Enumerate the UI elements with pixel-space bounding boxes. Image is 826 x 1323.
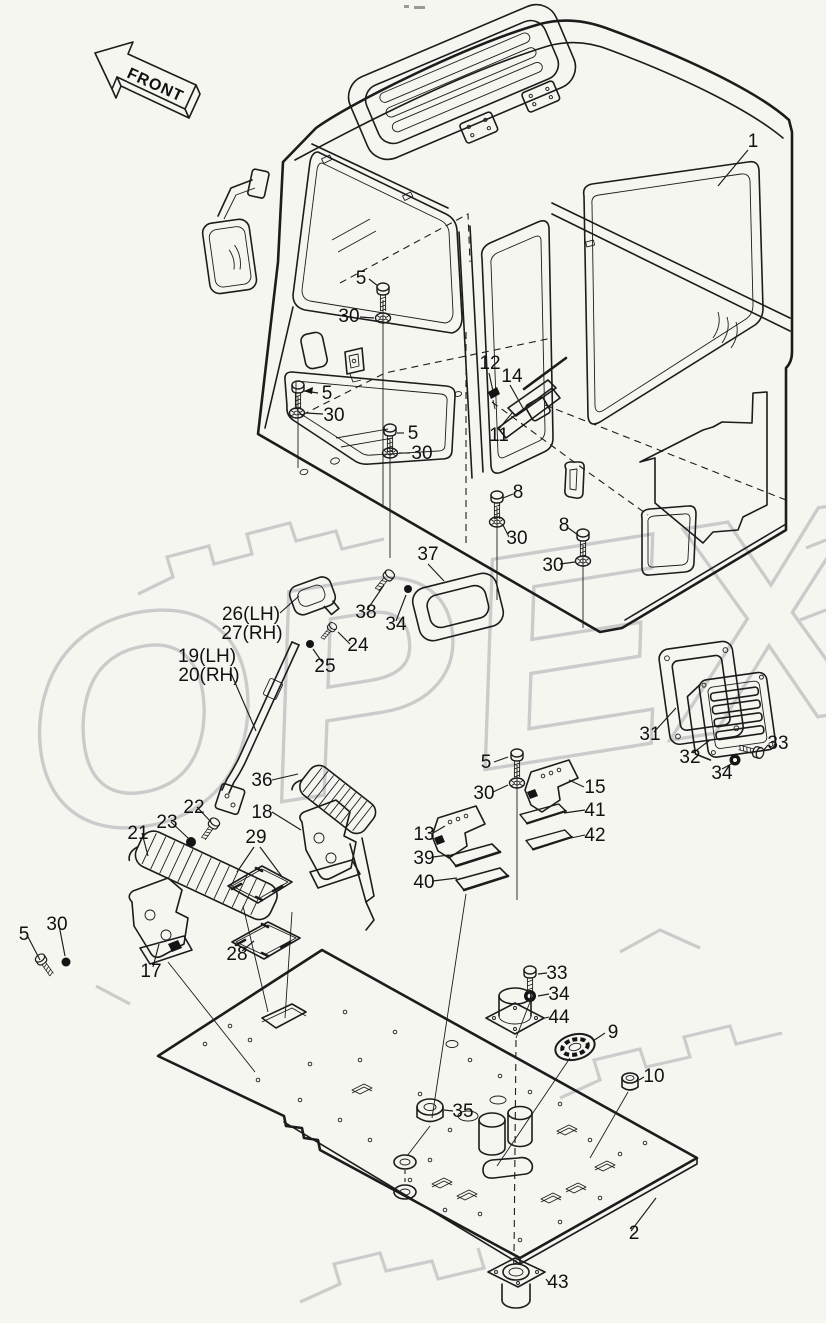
- part-label-34b: 34: [711, 763, 733, 784]
- part-label-39: 39: [413, 848, 434, 869]
- handle-assembly: [488, 356, 568, 439]
- windshield: [292, 151, 463, 334]
- grab-handle: [288, 576, 340, 616]
- pedal-36: [291, 764, 377, 835]
- rear-wall-vent-opening: [640, 505, 697, 576]
- mount-bracket-13: [431, 805, 486, 859]
- hatch-hinge: [521, 80, 561, 113]
- part-label-5e: 5: [19, 924, 30, 945]
- floor-holes: [202, 1009, 648, 1243]
- part-label-12: 12: [479, 353, 500, 374]
- part-label-26LH: 26(LH): [222, 604, 280, 625]
- leader-arrowhead: [304, 387, 313, 394]
- wall-hook-bracket: [564, 461, 585, 499]
- part-label-34c: 34: [548, 984, 570, 1005]
- part-label-1: 1: [748, 131, 759, 152]
- part-label-33b: 33: [546, 963, 567, 984]
- part-label-15: 15: [584, 777, 605, 798]
- vent-frame-31: [658, 640, 744, 746]
- pedal-bracket-18: [299, 799, 375, 931]
- part-label-27RH: 27(RH): [221, 623, 282, 644]
- floor-plate: [156, 948, 699, 1265]
- side-mirror: [201, 168, 270, 295]
- part-label-30a: 30: [338, 306, 359, 327]
- part-label-5b: 5: [322, 383, 333, 404]
- part-label-14: 14: [501, 366, 523, 387]
- mount-bracket-15: [524, 759, 579, 813]
- hatch-hinge: [459, 111, 499, 144]
- pedal-bracket-17: [128, 877, 193, 965]
- part-label-30g: 30: [46, 914, 67, 935]
- part-label-34a: 34: [385, 614, 407, 635]
- part-label-37: 37: [417, 544, 438, 565]
- part-label-44: 44: [548, 1007, 570, 1028]
- part-label-28: 28: [226, 944, 247, 965]
- part-label-21: 21: [127, 823, 148, 844]
- part-label-24: 24: [347, 635, 369, 656]
- part-label-30f: 30: [473, 783, 494, 804]
- part-label-35: 35: [452, 1101, 473, 1122]
- part-label-11: 11: [489, 425, 509, 446]
- louver-32: [686, 671, 777, 761]
- front-direction-arrow: FRONT: [94, 41, 201, 119]
- pedal-21: [128, 830, 278, 921]
- part-label-8b: 8: [559, 515, 570, 536]
- handhold-frame: [411, 572, 505, 642]
- part-label-5d: 5: [481, 752, 492, 773]
- part-label-42: 42: [584, 825, 605, 846]
- cab-body: [201, 3, 794, 900]
- part-label-30c: 30: [411, 443, 432, 464]
- part-label-23: 23: [156, 812, 177, 833]
- part-label-5a: 5: [356, 268, 367, 289]
- plug-10: [621, 1072, 639, 1091]
- part-label-8a: 8: [513, 482, 524, 503]
- part-label-30e: 30: [542, 555, 563, 576]
- assembly-lines: [167, 893, 629, 1167]
- mount-43: [487, 1257, 546, 1309]
- front-quarter-window: [480, 220, 554, 474]
- part-label-33a: 33: [767, 733, 788, 754]
- control-lever: [214, 641, 300, 816]
- roof-hatch: [347, 3, 577, 161]
- shim-42: [524, 828, 573, 851]
- part-label-38: 38: [355, 602, 376, 623]
- mount-plate-28: [231, 921, 301, 960]
- fasteners: [33, 282, 766, 1002]
- part-label-31: 31: [639, 724, 660, 745]
- part-label-5c: 5: [408, 423, 419, 444]
- part-label-9: 9: [608, 1022, 619, 1043]
- part-label-20RH: 20(RH): [178, 665, 239, 686]
- grommet-9: [554, 1032, 596, 1062]
- part-label-17: 17: [140, 961, 161, 982]
- rear-wall-cutout: [639, 391, 768, 544]
- scan-artifact: [404, 5, 425, 9]
- part-label-40: 40: [413, 872, 434, 893]
- part-label-29: 29: [245, 827, 266, 848]
- part-label-2: 2: [629, 1223, 640, 1244]
- part-label-10: 10: [643, 1066, 664, 1087]
- part-labels: 1 5 30 5 30 5 30 12 14 11 8 30 8 30 37 3…: [19, 131, 789, 1293]
- part-label-30b: 30: [323, 405, 344, 426]
- part-label-22: 22: [183, 797, 204, 818]
- shim-40: [454, 866, 510, 892]
- part-label-30d: 30: [506, 528, 527, 549]
- shim-39: [446, 842, 502, 868]
- part-label-18: 18: [251, 802, 272, 823]
- leader-lines: [26, 149, 769, 1284]
- part-label-41: 41: [584, 800, 605, 821]
- door-latch: [344, 347, 365, 383]
- door-handle-recess: [300, 331, 328, 370]
- part-label-36: 36: [251, 770, 272, 791]
- mount-plate-29: [227, 865, 293, 904]
- part-label-25: 25: [314, 656, 335, 677]
- part-label-43: 43: [547, 1272, 568, 1293]
- part-label-13: 13: [413, 824, 434, 845]
- part-label-32: 32: [679, 747, 700, 768]
- cap-35: [416, 1098, 444, 1123]
- part-label-19LH: 19(LH): [178, 646, 236, 667]
